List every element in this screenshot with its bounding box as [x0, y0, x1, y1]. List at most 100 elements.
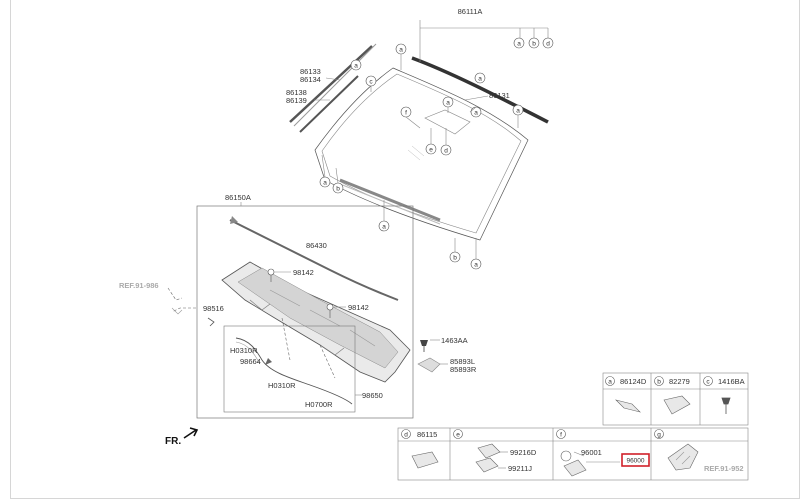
svg-text:a: a: [399, 47, 403, 54]
svg-text:b: b: [336, 186, 340, 193]
label-hose: 98516: [203, 304, 224, 313]
legend-f-part-1: 96001: [581, 448, 602, 457]
svg-text:a: a: [354, 63, 358, 70]
callout-a-3: a: [474, 72, 486, 84]
legend-g: g: [654, 429, 664, 439]
callout-f-1: f: [400, 106, 412, 118]
label-moulding-side-1: 86138: [286, 88, 307, 97]
pad-d-icon: [411, 451, 439, 469]
svg-text:e: e: [456, 432, 460, 439]
callout-d-2: b: [528, 37, 540, 49]
callout-a-7: a: [319, 176, 331, 188]
label-clip-b: 98142: [348, 303, 369, 312]
clip-a: [267, 268, 291, 282]
legend-c: c: [703, 376, 713, 386]
screw-1463aa: [420, 339, 440, 352]
bottom-moulding: [339, 178, 441, 222]
svg-text:b: b: [532, 41, 536, 48]
legend-a: a: [605, 376, 615, 386]
svg-text:a: a: [446, 100, 450, 107]
label-moulding-side-2: 86139: [286, 96, 307, 105]
label-ref-1: REF.91-986: [119, 281, 159, 290]
svg-text:a: a: [517, 41, 521, 48]
callout-a-2: a: [350, 59, 362, 71]
legend-table: a 86124D b 82279 c 1416BA d 86133 86115: [397, 372, 749, 481]
svg-text:c: c: [706, 379, 710, 386]
bracket-shape: [417, 357, 441, 373]
label-clip-a: 98142: [293, 268, 314, 277]
label-cowl-cover: 86430: [306, 241, 327, 250]
hose-subbox: [223, 325, 356, 413]
highlight-box: [621, 453, 650, 467]
label-hose-3: H0700R: [305, 400, 333, 409]
callout-a-9: a: [470, 258, 482, 270]
washer-hose-line: [235, 337, 353, 405]
callout-a-4: a: [470, 106, 482, 118]
diagram-frame: [10, 0, 800, 499]
svg-text:a: a: [474, 110, 478, 117]
callout-e-1: e: [425, 143, 437, 155]
sensor-f-icon: [560, 450, 572, 462]
label-bracket-1: 85893L: [450, 357, 475, 366]
callout-a-1: a: [395, 43, 407, 55]
legend-c-part: 1416BA: [718, 377, 745, 386]
legend-f-part-2: 96000: [626, 458, 644, 465]
label-bracket-2: 85893R: [450, 365, 477, 374]
legend-e: e: [453, 429, 463, 439]
svg-text:a: a: [478, 76, 482, 83]
side-moulding-lower: [299, 75, 359, 133]
callout-b-2: b: [449, 251, 461, 263]
sensor-area: [424, 109, 471, 135]
svg-text:a: a: [474, 262, 478, 269]
svg-text:c: c: [369, 79, 373, 86]
label-windshield: 86111A: [458, 7, 483, 16]
svg-text:f: f: [405, 110, 407, 117]
nozzle-shape: [265, 358, 272, 365]
cowl-group: 86150A 86430 98142 98142 98516: [171, 193, 414, 419]
legend-b: b: [654, 376, 664, 386]
svg-text:a: a: [382, 224, 386, 231]
clip-b: [326, 303, 346, 318]
callout-a-8: a: [378, 220, 390, 232]
svg-text:b: b: [453, 255, 457, 262]
label-moulding-upper-2: 86134: [300, 75, 321, 84]
callout-b-1: b: [332, 182, 344, 194]
cowl-top-strip: [229, 219, 399, 301]
callout-d-1: a: [513, 37, 525, 49]
side-moulding-inner: [293, 43, 377, 127]
legend-e-part-2: 99211J: [508, 464, 532, 473]
svg-text:a: a: [323, 180, 327, 187]
label-ref-2: REF.91-952: [704, 464, 744, 473]
sensor-bracket-icon: [563, 459, 587, 477]
legend-d: d: [401, 429, 411, 439]
legend-f: f: [556, 429, 566, 439]
svg-text:f: f: [560, 432, 562, 439]
cover-g-icon: [667, 443, 699, 471]
legend-d-part-text: 86115: [417, 430, 437, 439]
callout-d-4: d: [440, 144, 452, 156]
label-hose-1: H0310R: [230, 346, 258, 355]
svg-text:b: b: [657, 379, 661, 386]
svg-text:a: a: [516, 108, 520, 115]
callout-d-3: d: [542, 37, 554, 49]
svg-text:d: d: [444, 148, 448, 155]
callouts: a a c a a a a b d a f e d a b a b a: [319, 37, 554, 270]
clip-a-icon: [615, 399, 641, 413]
svg-text:d: d: [404, 432, 408, 439]
svg-text:a: a: [608, 379, 612, 386]
screw-c-icon: [721, 397, 731, 414]
legend-a-part: 86124D: [620, 377, 647, 386]
front-arrow-icon: [183, 427, 199, 439]
label-top-moulding: 86131: [489, 91, 510, 100]
svg-text:d: d: [546, 41, 550, 48]
label-cowl-assy: 86150A: [225, 193, 251, 202]
side-moulding-upper: [289, 45, 373, 123]
label-hose-assy: 98650: [362, 391, 383, 400]
callout-a-5: a: [512, 104, 524, 116]
top-moulding: [411, 56, 549, 124]
label-hose-2: H0310R: [268, 381, 296, 390]
callout-c-1: c: [365, 75, 377, 87]
svg-text:e: e: [429, 147, 433, 154]
